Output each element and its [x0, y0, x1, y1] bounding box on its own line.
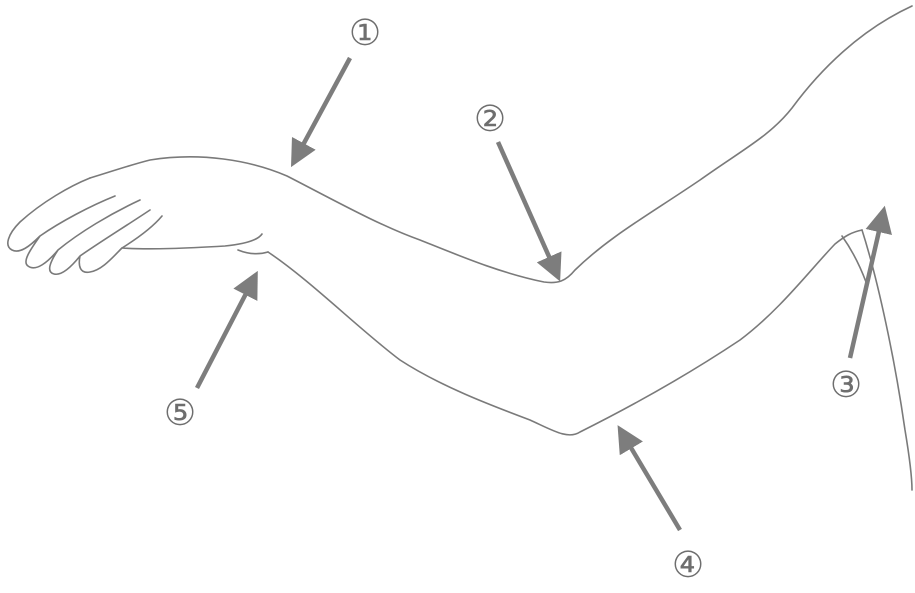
marker-label-5: ⑤ — [163, 393, 197, 434]
marker-label-4: ④ — [671, 545, 705, 586]
arrow-4 — [617, 425, 682, 532]
marker-label-2: ② — [473, 99, 507, 140]
arrow-5 — [195, 270, 258, 390]
arm-upper-contour — [89, 5, 913, 284]
armpit-line — [841, 235, 867, 283]
hand-palm-contour — [121, 233, 263, 250]
arrow-1 — [291, 56, 352, 168]
arrows — [195, 56, 892, 532]
hand-fingers — [7, 177, 163, 276]
torso-side-line — [861, 229, 913, 491]
wrist-crease — [237, 249, 269, 255]
arrow-3 — [847, 205, 892, 359]
arrow-2 — [495, 141, 562, 282]
arm-lower-contour — [267, 229, 863, 436]
arm-outline — [7, 5, 913, 491]
marker-label-1: ① — [348, 13, 382, 54]
marker-label-3: ③ — [829, 365, 863, 406]
